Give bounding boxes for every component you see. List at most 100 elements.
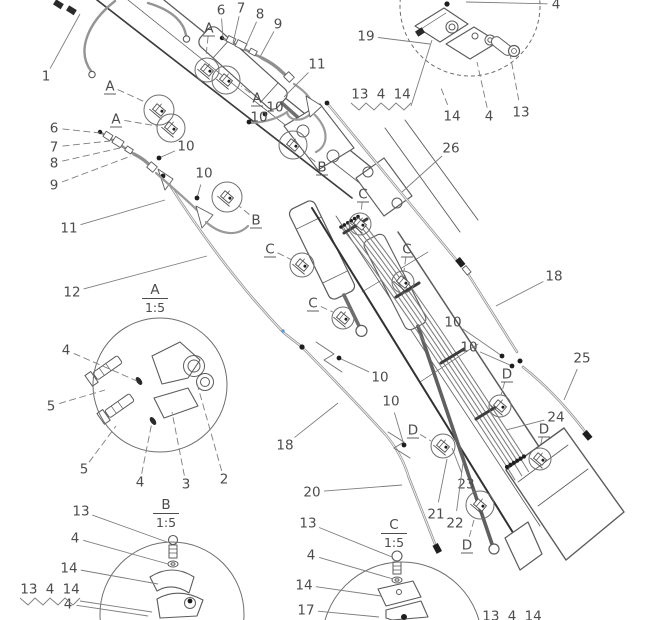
- leader-line: [238, 205, 250, 215]
- callout-8: 8: [50, 147, 121, 172]
- detail-marker-circle: [211, 181, 243, 213]
- leader-line: [320, 306, 334, 313]
- detail-view-scale: 1:5: [384, 535, 404, 550]
- coupler-drawing: [504, 427, 625, 571]
- leader-line: [92, 514, 168, 543]
- fitting-dot: [336, 355, 342, 361]
- callout-label: 12: [63, 285, 80, 301]
- detail-marker-C: [348, 212, 372, 236]
- detail-marker-circle: [143, 94, 175, 126]
- leader-line: [302, 151, 316, 163]
- detail-marker-circle: [211, 65, 241, 95]
- callout-C: C: [401, 242, 413, 272]
- callout-label: 4: [62, 343, 71, 359]
- fitting-dot: [194, 195, 200, 201]
- clamp-glyph: [292, 258, 310, 275]
- callout-23: 23: [451, 447, 475, 493]
- callout-label: 13: [512, 105, 529, 121]
- detail-marker-circle: [348, 212, 372, 236]
- detail-marker-A: [143, 94, 175, 126]
- callout-4: 4: [71, 531, 169, 565]
- leader-line: [158, 150, 176, 159]
- callout-label: 6: [217, 3, 226, 19]
- callout-label: A: [252, 91, 262, 107]
- callout-label: 13: [299, 516, 316, 532]
- callout-17: 17: [297, 603, 380, 619]
- detail-marker-A: [211, 65, 241, 95]
- callout-18: 18: [495, 269, 563, 307]
- machine-drawing: [53, 0, 625, 620]
- leader-line: [240, 85, 251, 94]
- detail-view-B: B1:5: [99, 497, 245, 620]
- callout-13: 13: [299, 516, 393, 558]
- callout-7: 7: [232, 1, 245, 44]
- callout-label: 11: [308, 57, 325, 73]
- fitting-dot: [262, 111, 268, 117]
- fitting-dot: [509, 363, 515, 369]
- callout-D: D: [500, 367, 513, 396]
- leader-line: [317, 610, 380, 618]
- clamp-glyph: [333, 311, 351, 328]
- leader-line: [403, 257, 407, 272]
- callout-label: 10: [177, 139, 194, 155]
- detail-marker-circle: [488, 394, 512, 418]
- callout-14: 14: [440, 87, 461, 125]
- callout-A: A: [110, 112, 158, 128]
- leader-line: [76, 604, 149, 617]
- detail-view-top-right: [399, 0, 541, 77]
- callout-label: D: [502, 367, 512, 383]
- callout-label: 10: [444, 315, 461, 331]
- callout-label: 14: [295, 578, 312, 594]
- callout-11: 11: [283, 57, 326, 98]
- boom-drawing: [53, 0, 378, 199]
- callout-label: 19: [357, 29, 374, 45]
- callout-10: 10: [460, 340, 515, 369]
- detail-marker-C: [331, 306, 355, 330]
- detail-marker-C: [289, 252, 315, 278]
- callout-label: C: [308, 296, 317, 312]
- callout-label: 18: [545, 269, 562, 285]
- callout-2: 2: [195, 379, 228, 488]
- detail-marker-C: [391, 270, 415, 294]
- blue-dot: [281, 329, 285, 333]
- leader-line: [338, 357, 370, 373]
- detail-marker-circle: [430, 433, 456, 459]
- callout-label: C: [402, 242, 411, 258]
- leader-line: [377, 37, 431, 45]
- leader-line: [88, 425, 117, 463]
- clamp-glyph: [217, 190, 235, 207]
- leader-line: [509, 53, 520, 101]
- leader-line: [277, 252, 293, 261]
- detail-marker-D: [488, 394, 512, 418]
- detail-c-content-drawing: [377, 550, 429, 620]
- group-label: 13 4 14: [482, 609, 542, 620]
- leader-line: [83, 539, 169, 565]
- clamp-glyph: [216, 73, 234, 90]
- callout-11: 11: [60, 199, 166, 237]
- group-label-text: 13 4 14: [20, 582, 80, 598]
- group-label: 13 4 14: [350, 39, 433, 111]
- callout-label: 1: [42, 69, 51, 85]
- leader-line: [505, 419, 545, 431]
- clamp-glyph: [393, 275, 411, 292]
- detail-marker-A: [156, 113, 186, 143]
- callout-4: 4: [62, 343, 138, 382]
- leader-line: [294, 402, 339, 438]
- callout-10: 10: [336, 355, 389, 386]
- callout-label: 5: [47, 399, 56, 415]
- leader-line: [59, 389, 106, 405]
- clamp-glyph: [197, 63, 215, 80]
- callout-22: 22: [446, 462, 464, 532]
- callout-8: 8: [243, 7, 264, 51]
- callout-4: 4: [64, 597, 149, 617]
- detail-view-letter: A: [150, 282, 160, 298]
- callout-10: 10: [194, 166, 213, 201]
- callout-3: 3: [171, 411, 190, 493]
- callout-label: 5: [80, 462, 89, 478]
- detail-a-content-drawing: [84, 341, 214, 425]
- leader-line: [62, 128, 101, 134]
- detail-marker-D: [430, 433, 456, 459]
- leader-line: [243, 21, 257, 51]
